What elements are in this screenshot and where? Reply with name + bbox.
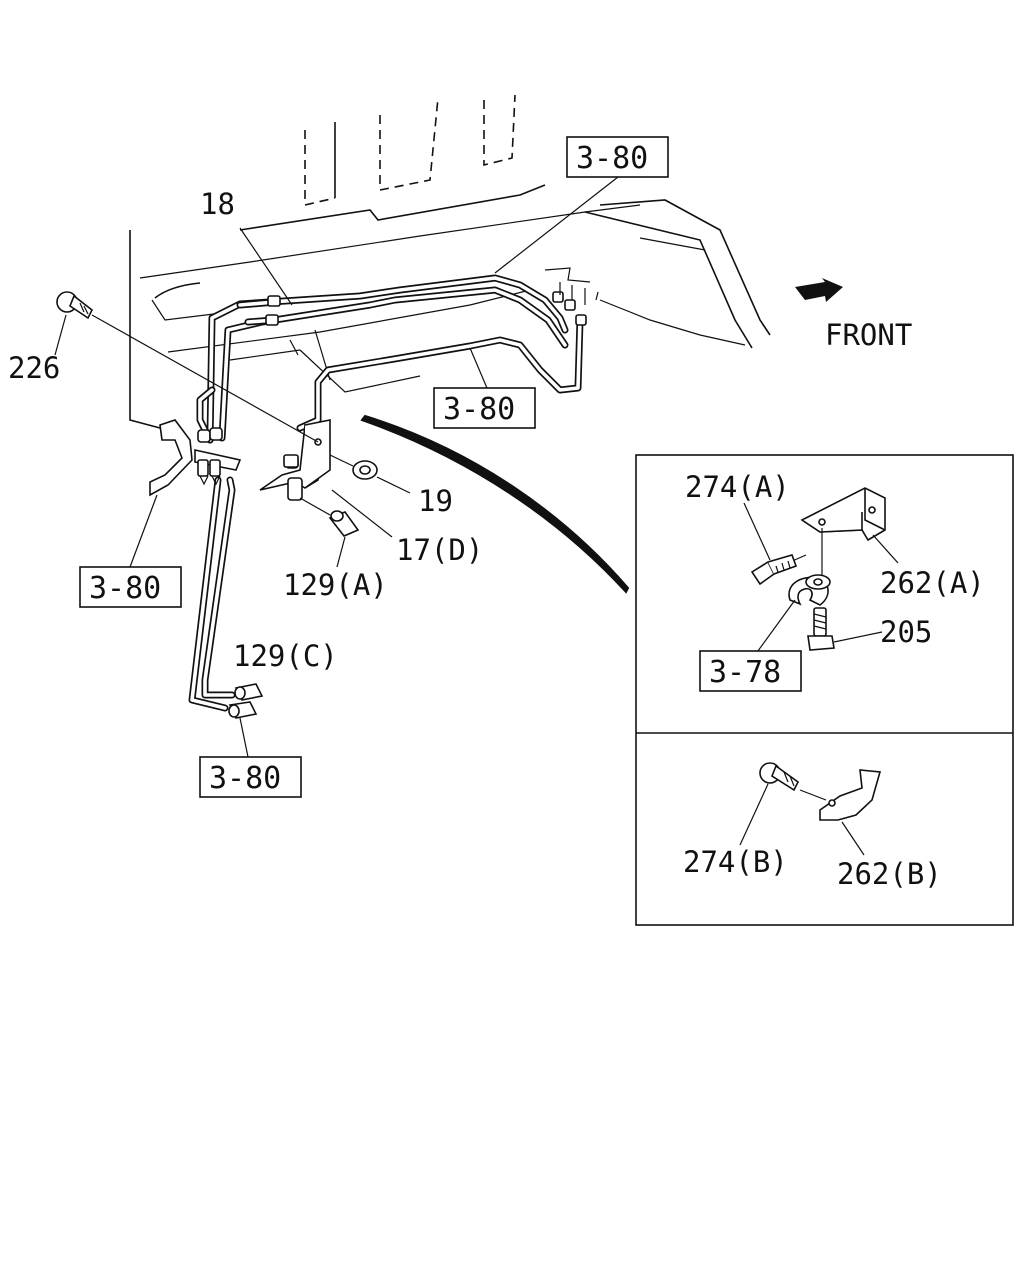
label-17d: 17(D) xyxy=(396,533,483,567)
nut-19 xyxy=(329,454,378,480)
leader-lines xyxy=(54,176,619,758)
detail-callout-curve xyxy=(360,414,630,594)
label-262a: 262(A) xyxy=(880,566,985,600)
union-129a xyxy=(299,497,360,537)
union-129c xyxy=(228,683,264,719)
label-205: 205 xyxy=(880,615,932,649)
ref-box-detail[interactable]: 3-78 xyxy=(699,650,802,692)
ref-text-bottom: 3-80 xyxy=(209,761,281,796)
label-18: 18 xyxy=(200,187,235,221)
detail-b-leaders xyxy=(739,783,865,856)
detail-a-parts xyxy=(750,487,886,651)
front-label: FRONT xyxy=(825,318,912,352)
ref-text-middle: 3-80 xyxy=(443,392,515,427)
ref-box-middle[interactable]: 3-80 xyxy=(433,387,536,429)
pipe-clip-bracket xyxy=(259,419,331,501)
brake-pipe-18 xyxy=(188,274,584,712)
detail-a-leaders xyxy=(743,502,899,656)
ref-box-bottom[interactable]: 3-80 xyxy=(199,756,302,798)
ref-text-detail: 3-78 xyxy=(709,655,781,690)
label-274b: 274(B) xyxy=(683,845,788,879)
label-129a: 129(A) xyxy=(283,568,388,602)
pipe-junction-bracket xyxy=(149,419,242,497)
label-226: 226 xyxy=(8,351,60,385)
detail-panel xyxy=(635,454,1014,926)
bolt-226 xyxy=(56,291,319,443)
ref-text-left: 3-80 xyxy=(89,571,161,606)
ref-box-left[interactable]: 3-80 xyxy=(79,566,182,608)
ref-text-top: 3-80 xyxy=(576,141,648,176)
detail-b-parts xyxy=(759,762,882,821)
front-arrow-icon xyxy=(795,278,843,302)
label-129c: 129(C) xyxy=(233,639,338,673)
vehicle-body-outline xyxy=(129,94,771,429)
label-274a: 274(A) xyxy=(685,470,790,504)
ref-box-top[interactable]: 3-80 xyxy=(566,136,669,178)
label-262b: 262(B) xyxy=(837,857,942,891)
label-19: 19 xyxy=(418,484,453,518)
